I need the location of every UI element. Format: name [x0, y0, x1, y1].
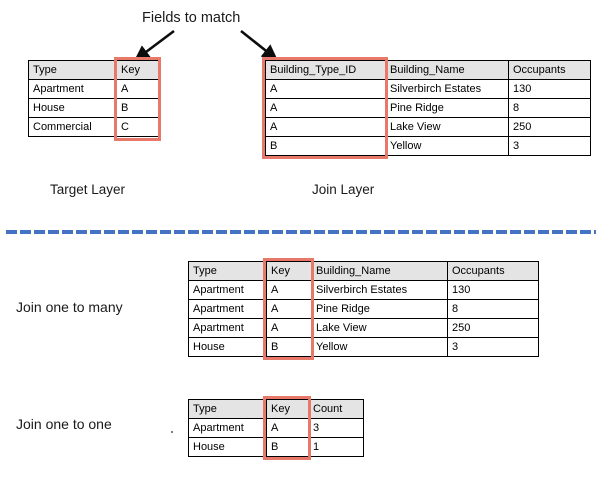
table-row: Apartment A Lake View 250	[188, 318, 539, 338]
cell-type: Apartment	[188, 318, 267, 338]
table-header-row: Type Key Count	[188, 399, 364, 419]
table-row: Commercial C	[28, 117, 159, 137]
cell-occupants: 250	[447, 318, 539, 338]
table-row: A Silverbirch Estates 130	[265, 79, 591, 99]
cell-type: House	[188, 337, 267, 357]
cell-building-name: Yellow	[385, 136, 509, 156]
cell-occupants: 8	[447, 299, 539, 319]
cell-key: B	[266, 437, 309, 457]
table-row: Apartment A Silverbirch Estates 130	[188, 280, 539, 300]
stray-dot-mark	[171, 431, 173, 433]
cell-building-type-id: A	[265, 98, 386, 118]
cell-key: A	[266, 318, 312, 338]
target-layer-caption: Target Layer	[50, 182, 126, 197]
column-header-building-name: Building_Name	[311, 261, 448, 281]
cell-building-name: Lake View	[385, 117, 509, 137]
cell-occupants: 250	[508, 117, 591, 137]
cell-type: House	[188, 437, 267, 457]
column-header-building-type-id: Building_Type_ID	[265, 60, 386, 80]
cell-key: A	[266, 418, 309, 438]
one-to-many-result-table: Type Key Building_Name Occupants Apartme…	[188, 261, 539, 357]
column-header-type: Type	[188, 261, 267, 281]
cell-occupants: 130	[508, 79, 591, 99]
cell-count: 1	[308, 437, 364, 457]
cell-occupants: 8	[508, 98, 591, 118]
cell-type: Apartment	[188, 418, 267, 438]
cell-key: A	[266, 299, 312, 319]
join-layer-caption: Join Layer	[312, 182, 375, 197]
table-row: House B Yellow 3	[188, 337, 539, 357]
cell-building-type-id: B	[265, 136, 386, 156]
cell-key: A	[116, 79, 159, 99]
cell-type: Apartment	[188, 299, 267, 319]
join-layer-table: Building_Type_ID Building_Name Occupants…	[265, 60, 591, 156]
target-layer-table: Type Key Apartment A House B Commercial …	[28, 60, 159, 137]
table-row: House B 1	[188, 437, 364, 457]
table-row: Apartment A Pine Ridge 8	[188, 299, 539, 319]
arrow-to-join-key-icon	[240, 29, 278, 61]
cell-building-name: Lake View	[311, 318, 448, 338]
cell-type: Commercial	[28, 117, 117, 137]
join-one-to-one-label: Join one to one	[16, 416, 112, 432]
cell-building-name: Pine Ridge	[385, 98, 509, 118]
cell-type: Apartment	[188, 280, 267, 300]
column-header-key: Key	[116, 60, 159, 80]
table-header-row: Type Key Building_Name Occupants	[188, 261, 539, 281]
column-header-type: Type	[188, 399, 267, 419]
one-to-one-result-table: Type Key Count Apartment A 3 House B 1	[188, 399, 364, 457]
cell-type: House	[28, 98, 117, 118]
table-header-row: Type Key	[28, 60, 159, 80]
join-one-to-many-label: Join one to many	[16, 299, 123, 315]
cell-building-name: Yellow	[311, 337, 448, 357]
cell-key: B	[266, 337, 312, 357]
column-header-key: Key	[266, 261, 312, 281]
cell-key: C	[116, 117, 159, 137]
column-header-occupants: Occupants	[447, 261, 539, 281]
table-row: House B	[28, 98, 159, 118]
table-row: B Yellow 3	[265, 136, 591, 156]
cell-key: B	[116, 98, 159, 118]
cell-building-name: Silverbirch Estates	[311, 280, 448, 300]
table-row: Apartment A 3	[188, 418, 364, 438]
cell-building-name: Silverbirch Estates	[385, 79, 509, 99]
table-row: A Lake View 250	[265, 117, 591, 137]
column-header-type: Type	[28, 60, 117, 80]
cell-count: 3	[308, 418, 364, 438]
column-header-key: Key	[266, 399, 309, 419]
cell-key: A	[266, 280, 312, 300]
cell-occupants: 3	[508, 136, 591, 156]
cell-building-name: Pine Ridge	[311, 299, 448, 319]
cell-building-type-id: A	[265, 117, 386, 137]
column-header-building-name: Building_Name	[385, 60, 509, 80]
table-row: A Pine Ridge 8	[265, 98, 591, 118]
arrow-to-target-key-icon	[134, 29, 175, 61]
cell-occupants: 130	[447, 280, 539, 300]
fields-to-match-label: Fields to match	[142, 10, 241, 26]
table-header-row: Building_Type_ID Building_Name Occupants	[265, 60, 591, 80]
cell-building-type-id: A	[265, 79, 386, 99]
column-header-count: Count	[308, 399, 364, 419]
column-header-occupants: Occupants	[508, 60, 591, 80]
cell-type: Apartment	[28, 79, 117, 99]
table-row: Apartment A	[28, 79, 159, 99]
section-divider	[6, 230, 596, 234]
cell-occupants: 3	[447, 337, 539, 357]
